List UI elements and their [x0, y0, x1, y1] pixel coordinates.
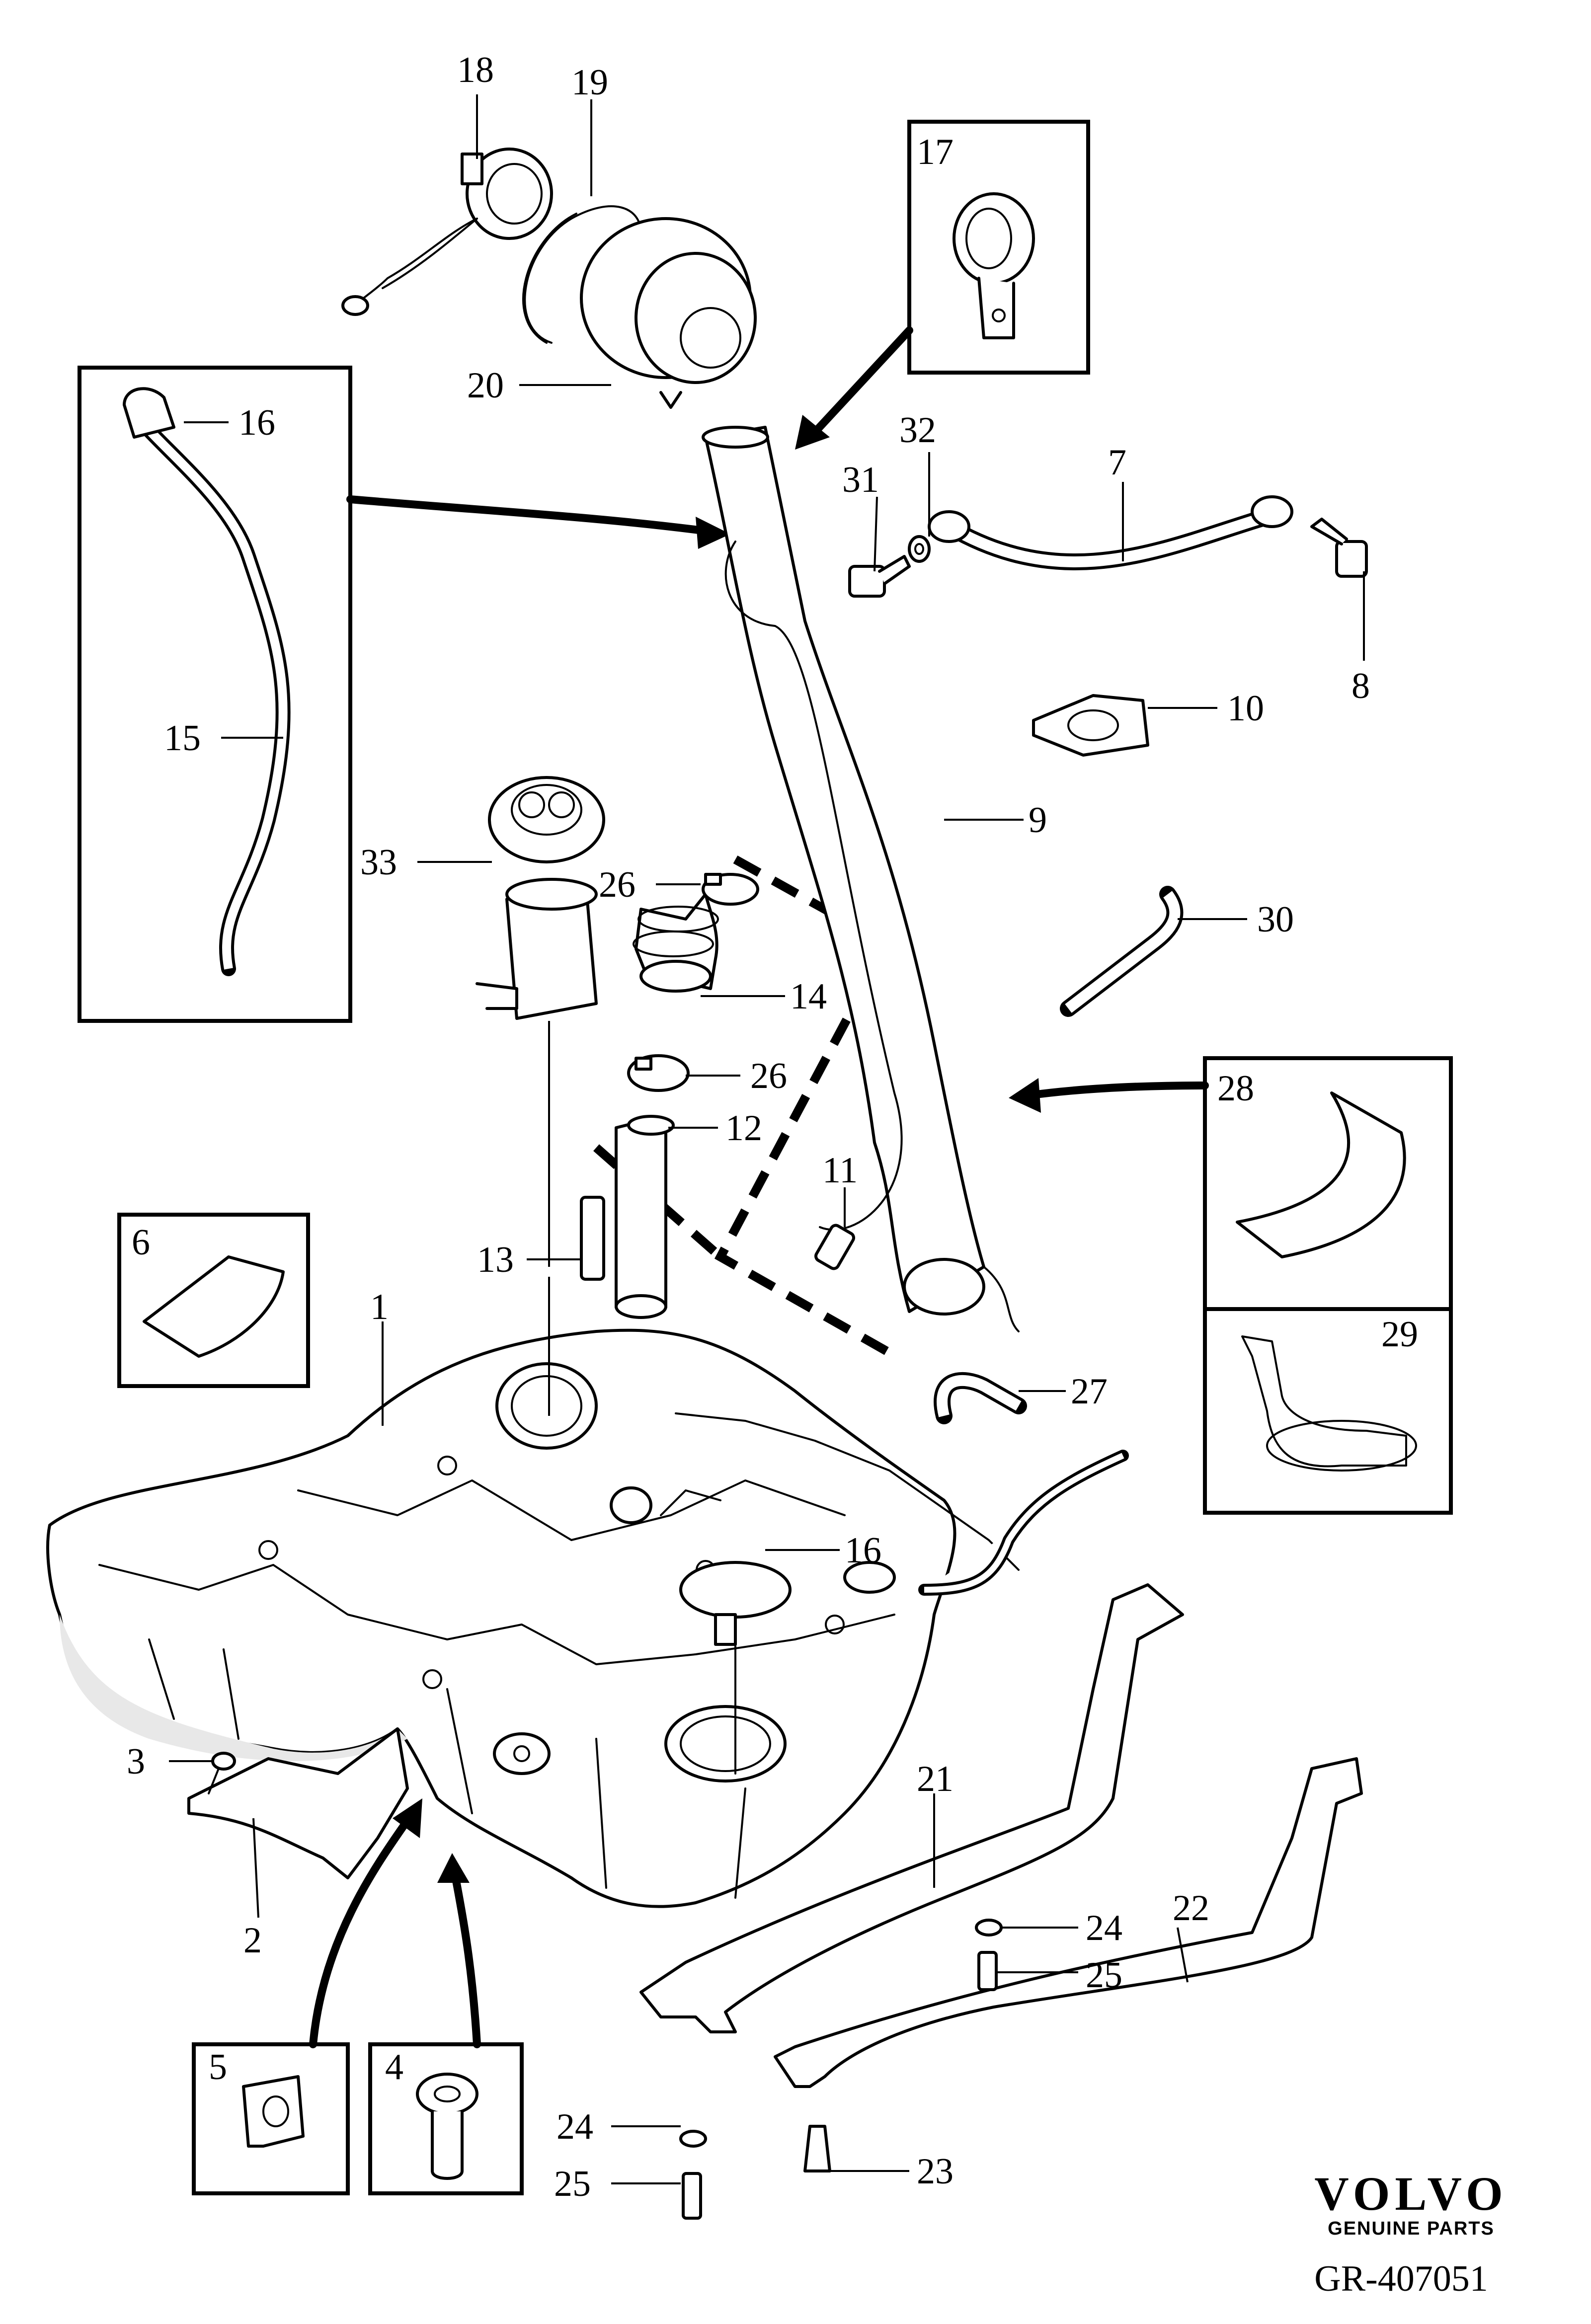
callout-7: 7: [1108, 442, 1126, 483]
callout-19: 19: [571, 62, 608, 103]
callout-13: 13: [477, 1239, 514, 1280]
callout-17: 17: [917, 132, 954, 172]
callout-26a: 26: [599, 864, 636, 905]
callout-20: 20: [467, 365, 504, 406]
brand-tagline: GENUINE PARTS: [1328, 2218, 1495, 2239]
callout-21: 21: [917, 1759, 954, 1799]
part-18-fuel-cap: [341, 148, 553, 316]
part-30-hose: [1060, 886, 1184, 1017]
dashed-boundary-2: [593, 1144, 723, 1260]
tank-vent-lines: [660, 1412, 1129, 1596]
detail-box-28: [1203, 1056, 1453, 1311]
part-13-connector: [580, 1196, 605, 1281]
part-25-bolt-lower: [682, 2172, 702, 2220]
callout-27: 27: [1071, 1371, 1108, 1412]
callout-33: 33: [360, 842, 397, 883]
part-27-elbow-hose: [934, 1372, 1027, 1424]
callout-31: 31: [842, 460, 879, 500]
part-26-hose-clamp-lower: [627, 1054, 690, 1092]
callout-9: 9: [1029, 800, 1047, 841]
callout-23: 23: [917, 2151, 954, 2192]
part-2-shield: [187, 1727, 409, 1879]
part-16-level-sender: [679, 1561, 792, 1775]
part-9-filler-pipe: [702, 426, 1020, 1332]
callout-15: 15: [164, 718, 201, 759]
callout-28: 28: [1217, 1068, 1254, 1109]
callout-3: 3: [127, 1741, 145, 1782]
part-5-clip: [242, 2075, 305, 2148]
callout-14: 14: [790, 976, 827, 1017]
callout-10: 10: [1227, 688, 1264, 729]
callout-25a: 25: [1086, 1955, 1122, 1996]
callout-30: 30: [1257, 899, 1294, 940]
callout-2: 2: [243, 1920, 262, 1961]
callout-24a: 24: [1086, 1908, 1122, 1948]
callout-16b: 16: [845, 1530, 881, 1571]
part-32-washer: [908, 535, 931, 563]
callout-24b: 24: [557, 2106, 593, 2147]
callout-8: 8: [1352, 666, 1370, 706]
part-28-heat-shield: [1236, 1091, 1406, 1258]
brand-name: VOLVO: [1314, 2167, 1508, 2220]
dashed-boundary: [714, 855, 893, 1355]
part-11-valve: [814, 1224, 855, 1270]
pointer-arrows: [309, 326, 1209, 2048]
callout-25b: 25: [554, 2164, 591, 2204]
callout-32: 32: [899, 410, 936, 451]
callout-6: 6: [132, 1222, 150, 1263]
callout-22: 22: [1173, 1888, 1209, 1929]
part-20-filler-housing: [580, 217, 757, 409]
callout-12: 12: [725, 1108, 762, 1149]
part-29-clamp: [1241, 1335, 1417, 1472]
part-21-tank-strap: [639, 1583, 1184, 2033]
part-7-vent-hose: [928, 495, 1293, 571]
callout-5: 5: [209, 2047, 227, 2088]
callout-labels: 18 19 17 20 16 15 32 31 7 8 10 9 30 33 2…: [127, 50, 1418, 2204]
part-26-hose-clamp-upper: [702, 873, 759, 906]
part-4-bolt: [416, 2073, 478, 2180]
part-6-pad: [143, 1255, 285, 1358]
part-24-washer-lower: [679, 2130, 707, 2148]
part-12-pipe: [615, 1115, 675, 1319]
diagram-reference-code: GR-407051: [1314, 2258, 1488, 2299]
part-25-bolt-upper: [977, 1951, 998, 1991]
callout-1: 1: [370, 1287, 389, 1327]
leader-lines: [169, 94, 1365, 2184]
part-31-bolt: [848, 555, 911, 598]
callout-16a: 16: [239, 402, 275, 443]
callout-18: 18: [457, 50, 494, 90]
callout-11: 11: [822, 1150, 858, 1191]
part-3-screw: [208, 1752, 236, 1794]
part-24-washer-upper: [975, 1919, 1003, 1937]
part-19-seal-ring: [522, 205, 642, 344]
part-17-clamp: [953, 192, 1035, 339]
part-8-bolt: [1310, 518, 1368, 578]
part-1-fuel-tank: [46, 1328, 956, 1908]
callout-29: 29: [1381, 1314, 1418, 1355]
part-14-hose: [633, 893, 719, 993]
part-10-bracket: [1032, 694, 1149, 757]
part-23-clip: [803, 2125, 831, 2172]
part-33-fuel-pump: [476, 776, 605, 1020]
callout-26b: 26: [750, 1056, 787, 1096]
part-15-breather-hose: [123, 387, 291, 976]
callout-4: 4: [385, 2047, 403, 2088]
volvo-genuine-parts-logo: VOLVO GENUINE PARTS: [1272, 2166, 1550, 2240]
